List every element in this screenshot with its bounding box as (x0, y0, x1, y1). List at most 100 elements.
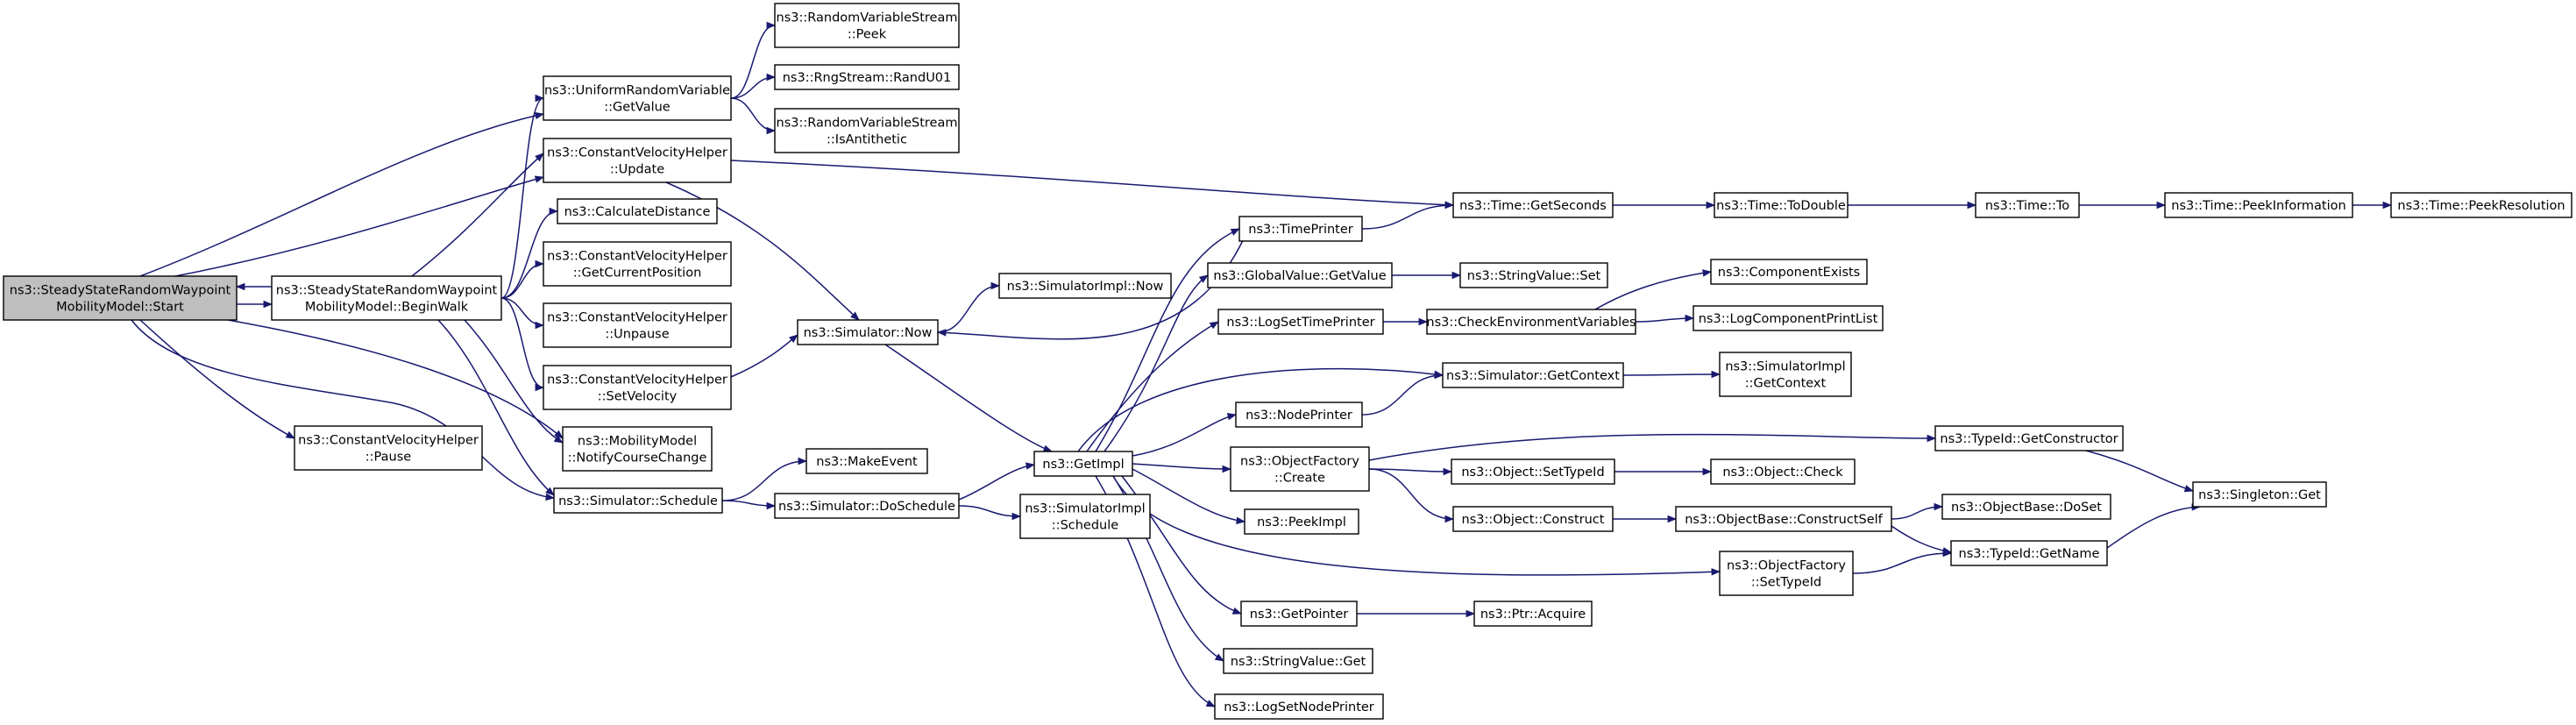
node-box (1941, 494, 2111, 520)
node-label: ns3::SimulatorImpl (1725, 360, 1845, 374)
node-obj-settypeid[interactable]: ns3::Object::SetTypeId (1451, 458, 1615, 485)
node-sv-set[interactable]: ns3::StringValue::Set (1459, 262, 1608, 288)
call-edge (2085, 450, 2195, 493)
node-box (1719, 551, 1854, 596)
node-cvh-setvel[interactable]: ns3::ConstantVelocityHelper::SetVelocity (543, 365, 732, 410)
node-makeevent[interactable]: ns3::MakeEvent (805, 448, 928, 474)
node-time-to[interactable]: ns3::Time::To (1975, 192, 2080, 218)
node-label: ns3::SteadyStateRandomWaypoint (10, 284, 231, 298)
node-cvh-update[interactable]: ns3::ConstantVelocityHelper::Update (543, 138, 732, 183)
node-box (1442, 362, 1624, 388)
node-beginwalk[interactable]: ns3::SteadyStateRandomWaypointMobilityMo… (271, 275, 502, 321)
node-doschedule[interactable]: ns3::Simulator::DoSchedule (774, 493, 960, 519)
node-label: ::SetVelocity (598, 390, 678, 404)
node-label: ns3::Time::PeekInformation (2171, 199, 2345, 213)
node-time-peekres[interactable]: ns3::Time::PeekResolution (2390, 192, 2572, 218)
node-time-todouble[interactable]: ns3::Time::ToDouble (1714, 192, 1849, 218)
node-box (1230, 446, 1370, 492)
node-logcomplist[interactable]: ns3::LogComponentPrintList (1692, 305, 1884, 331)
node-label: ns3::LogComponentPrintList (1699, 312, 1878, 326)
node-label: ns3::Time::PeekResolution (2397, 199, 2565, 213)
node-rvs-peek[interactable]: ns3::RandomVariableStream::Peek (774, 3, 960, 48)
node-obj-construct[interactable]: ns3::Object::Construct (1452, 506, 1614, 532)
node-label: ns3::ConstantVelocityHelper (547, 311, 727, 325)
node-box (1223, 648, 1373, 674)
node-box (1217, 309, 1384, 335)
node-peekimpl[interactable]: ns3::PeekImpl (1244, 508, 1359, 535)
node-box (2390, 192, 2572, 218)
node-label: ns3::GetPointer (1250, 608, 1349, 622)
node-nodeprinter[interactable]: ns3::NodePrinter (1235, 402, 1363, 428)
call-edge (721, 457, 808, 501)
node-sim-schedule[interactable]: ns3::Simulator::Schedule (553, 487, 723, 514)
node-cvh-pause[interactable]: ns3::ConstantVelocityHelper::Pause (294, 425, 483, 471)
call-edge (1132, 468, 1246, 524)
node-randu01[interactable]: ns3::RngStream::RandU01 (774, 64, 960, 90)
node-box (1244, 508, 1359, 535)
node-notify[interactable]: ns3::MobilityModel::NotifyCourseChange (562, 426, 713, 472)
node-label: ::GetValue (604, 101, 671, 115)
call-edge (139, 111, 545, 277)
node-singleton-get[interactable]: ns3::Singleton::Get (2192, 481, 2327, 508)
node-label: ns3::Object::SetTypeId (1461, 466, 1604, 480)
node-box (774, 3, 960, 48)
node-obj-check[interactable]: ns3::Object::Check (1710, 458, 1856, 485)
node-label: ns3::TypeId::GetName (1959, 547, 2100, 561)
call-edge (721, 500, 777, 510)
node-time-peekinfo[interactable]: ns3::Time::PeekInformation (2164, 192, 2353, 218)
node-of-settypeid[interactable]: ns3::ObjectFactory::SetTypeId (1719, 551, 1854, 596)
node-of-create[interactable]: ns3::ObjectFactory::Create (1230, 446, 1370, 492)
call-edge (958, 462, 1036, 501)
node-cvh-getpos[interactable]: ns3::ConstantVelocityHelper::GetCurrentP… (543, 241, 732, 287)
node-tid-getctor[interactable]: ns3::TypeId::GetConstructor (1934, 425, 2124, 451)
node-tid-getname[interactable]: ns3::TypeId::GetName (1950, 540, 2108, 566)
node-getpointer[interactable]: ns3::GetPointer (1240, 601, 1358, 627)
node-cvh-unpause[interactable]: ns3::ConstantVelocityHelper::Unpause (543, 302, 732, 348)
node-sim-getctx[interactable]: ns3::Simulator::GetContext (1442, 362, 1624, 388)
node-getimpl[interactable]: ns3::GetImpl (1033, 451, 1133, 477)
call-edge (1891, 502, 1944, 520)
node-ob-constructself[interactable]: ns3::ObjectBase::ConstructSelf (1675, 506, 1892, 532)
node-label: ns3::SteadyStateRandomWaypoint (276, 284, 498, 298)
node-timeprinter[interactable]: ns3::TimePrinter (1238, 216, 1363, 242)
node-rvs-anti[interactable]: ns3::RandomVariableStream::IsAntithetic (774, 108, 960, 153)
node-simimpl-getctx[interactable]: ns3::SimulatorImpl::GetContext (1719, 352, 1852, 397)
node-calcdist[interactable]: ns3::CalculateDistance (557, 198, 718, 224)
node-simimpl-now[interactable]: ns3::SimulatorImpl::Now (998, 273, 1172, 299)
node-simimpl-sched[interactable]: ns3::SimulatorImpl::Schedule (1019, 494, 1151, 539)
node-label: ns3::MobilityModel (578, 435, 697, 449)
call-edge (1594, 269, 1713, 310)
node-label: ns3::ComponentExists (1718, 266, 1861, 280)
node-urv-getvalue[interactable]: ns3::UniformRandomVariable::GetValue (543, 75, 732, 121)
call-edge (958, 505, 1022, 521)
node-start[interactable]: ns3::SteadyStateRandomWaypointMobilityMo… (3, 275, 238, 321)
node-logsettp[interactable]: ns3::LogSetTimePrinter (1217, 309, 1384, 335)
call-edge (730, 334, 798, 378)
call-edge (174, 175, 545, 277)
call-edge (1368, 467, 1453, 476)
call-edge (500, 297, 545, 330)
node-checkenv[interactable]: ns3::CheckEnvironmentVariables (1426, 309, 1636, 335)
node-box (543, 302, 732, 348)
call-edge (227, 319, 564, 439)
node-label: ns3::ObjectBase::ConstructSelf (1685, 513, 1883, 527)
node-box (1710, 458, 1856, 485)
call-edge (1368, 468, 1455, 523)
node-label: ns3::Object::Construct (1462, 513, 1605, 527)
node-label: ns3::RandomVariableStream (777, 117, 958, 131)
node-logsetnp[interactable]: ns3::LogSetNodePrinter (1214, 693, 1384, 720)
node-compexists[interactable]: ns3::ComponentExists (1710, 259, 1868, 285)
node-label: ns3::GlobalValue::GetValue (1213, 269, 1386, 283)
node-label: ::GetContext (1745, 377, 1827, 391)
node-ptr-acquire[interactable]: ns3::Ptr::Acquire (1473, 601, 1593, 627)
function-nodes: ns3::SteadyStateRandomWaypointMobilityMo… (3, 3, 2572, 720)
node-box (1235, 402, 1363, 428)
node-box (1019, 494, 1151, 539)
node-ob-doset[interactable]: ns3::ObjectBase::DoSet (1941, 494, 2111, 520)
node-time-getsec[interactable]: ns3::Time::GetSeconds (1452, 192, 1614, 218)
node-sv-get[interactable]: ns3::StringValue::Get (1223, 648, 1373, 674)
node-label: ns3::StringValue::Set (1467, 269, 1601, 283)
node-gv-getvalue[interactable]: ns3::GlobalValue::GetValue (1207, 262, 1393, 288)
node-label: ns3::SimulatorImpl::Now (1007, 280, 1164, 294)
node-sim-now[interactable]: ns3::Simulator::Now (797, 319, 939, 345)
